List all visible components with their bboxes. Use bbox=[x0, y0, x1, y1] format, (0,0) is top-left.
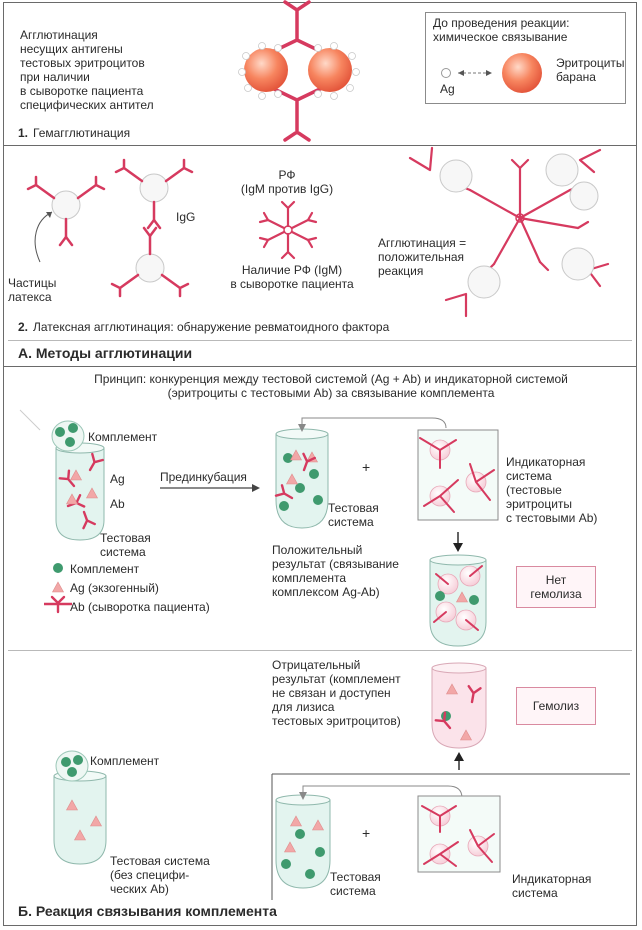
panel1-number: 1. bbox=[18, 126, 29, 140]
sheep-rbc-label: Эритроциты барана bbox=[556, 56, 625, 84]
test-tube-4 bbox=[275, 794, 331, 889]
test-system-no-ab-label: Тестовая система (без специфи- ческих Ab… bbox=[110, 854, 210, 896]
legend-ab: Ab (сыворотка пациента) bbox=[70, 600, 210, 614]
latex-illustration bbox=[26, 158, 194, 298]
rf-presence-label: Наличие РФ (IgM) в сыворотке пациента bbox=[230, 263, 354, 291]
test-tube-negative bbox=[431, 662, 487, 749]
indicator-system-label: Индикаторная система (тестовые эритроцит… bbox=[506, 455, 598, 525]
rf-igm-illustration bbox=[258, 200, 318, 260]
hemolysis-box: Гемолиз bbox=[516, 687, 596, 725]
divider-section-a bbox=[4, 366, 636, 367]
test-system-label-3: Тестовая система bbox=[330, 870, 381, 898]
complement-label-2: Комплемент bbox=[90, 754, 160, 768]
principle-text: Принцип: конкуренция между тестовой сист… bbox=[94, 372, 568, 400]
test-tube-2 bbox=[274, 428, 329, 529]
test-tube-3 bbox=[53, 750, 107, 865]
agglutination-positive-label: Агглютинация = положительная реакция bbox=[378, 236, 467, 278]
ab-tube-label: Ab bbox=[110, 497, 125, 511]
figure-frame bbox=[3, 2, 637, 926]
indicator-box-1 bbox=[417, 429, 499, 521]
legend-ag: Ag (экзогенный) bbox=[70, 581, 159, 595]
divider-section-b-mid bbox=[8, 650, 632, 651]
indicator-system-label-2: Индикаторная система bbox=[512, 872, 592, 900]
igg-label: IgG bbox=[176, 210, 196, 224]
negative-result-label: Отрицательный результат (комплемент не с… bbox=[272, 658, 401, 728]
test-tube-1 bbox=[19, 409, 105, 541]
divider-panel1 bbox=[4, 145, 636, 146]
plus-sign-2: + bbox=[362, 825, 371, 841]
test-system-label: Тестовая система bbox=[100, 531, 151, 559]
section-a-title: А. Методы агглютинации bbox=[18, 345, 193, 361]
panel2-caption: Латексная агглютинация: обнаружение ревм… bbox=[33, 320, 390, 334]
legend-icons bbox=[44, 563, 72, 614]
positive-result-label: Положительный результат (связывание комп… bbox=[272, 543, 399, 599]
complement-label: Комплемент bbox=[88, 430, 158, 444]
indicator-box-2 bbox=[417, 795, 501, 873]
divider-panel2 bbox=[8, 340, 632, 341]
rf-label: РФ (IgM против IgG) bbox=[240, 168, 334, 196]
test-tube-positive bbox=[429, 554, 487, 647]
legend-complement: Комплемент bbox=[70, 562, 140, 576]
agglutination-cluster-illustration bbox=[408, 146, 610, 318]
panel1-caption: Гемагглютинация bbox=[33, 126, 131, 140]
no-hemolysis-box: Нет гемолиза bbox=[516, 566, 596, 608]
test-system-label-2: Тестовая система bbox=[328, 501, 379, 529]
before-reaction-label: До проведения реакции: химическое связыв… bbox=[433, 16, 570, 44]
ag-label: Ag bbox=[440, 82, 455, 96]
plus-sign: + bbox=[362, 459, 371, 475]
ag-tube-label: Ag bbox=[110, 472, 125, 486]
panel2-number: 2. bbox=[18, 320, 29, 334]
latex-particles-label: Частицы латекса bbox=[8, 276, 57, 304]
section-b-title: Б. Реакция связывания комплемента bbox=[18, 903, 277, 919]
preincubation-label: Прединкубация bbox=[160, 470, 247, 484]
hemagglutination-illustration bbox=[238, 0, 360, 142]
before-reaction-box bbox=[425, 12, 626, 104]
hemagglutination-description: Агглютинация несущих антигены тестовых э… bbox=[20, 28, 154, 112]
before-reaction-illustration bbox=[441, 53, 542, 93]
